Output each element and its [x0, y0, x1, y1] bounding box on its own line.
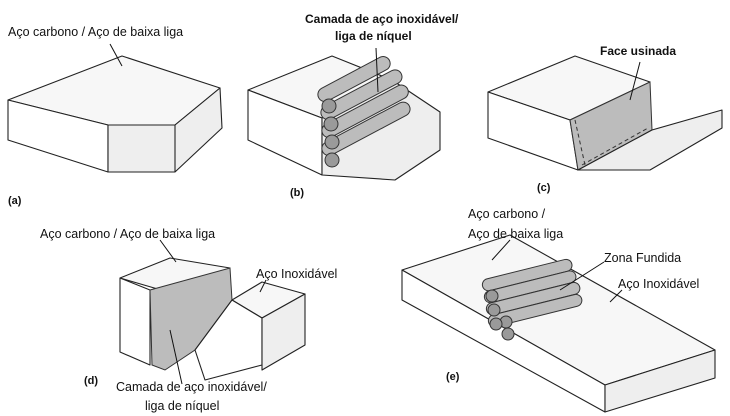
panel-b: Camada de aço inoxidável/ liga de níquel…: [247, 12, 459, 199]
panel-c-tag: (c): [537, 182, 551, 194]
panel-e-slab-end: [604, 349, 716, 413]
panel-a: Aço carbono / Aço de baixa liga (a): [7, 25, 223, 207]
panel-d-label-bottom-line1: Camada de aço inoxidável/: [116, 380, 267, 394]
panel-e-fusion-zone-beads: [481, 258, 583, 341]
panel-e-leader-top: [491, 239, 511, 261]
panel-a-leader: [109, 43, 123, 67]
panel-c-label: Face usinada: [600, 44, 676, 58]
panel-d-label-bottom-line2: liga de níquel: [145, 399, 219, 413]
panel-e-leader-right: [609, 289, 623, 303]
panel-d-leader-right: [259, 279, 267, 293]
panel-d-leader-bottom: [169, 329, 183, 385]
panel-d-tag: (d): [84, 375, 98, 387]
panel-d: Aço carbono / Aço de baixa liga Aço Inox…: [40, 227, 337, 413]
panel-e-leader-zone: [559, 261, 605, 291]
panel-d-label-top: Aço carbono / Aço de baixa liga: [40, 227, 215, 241]
panel-d-right-block-side: [261, 293, 306, 371]
panel-c: Face usinada (c): [487, 44, 723, 194]
panel-e-label-top-line2: Aço de baixa liga: [468, 227, 563, 241]
panel-b-cladding-beads: [317, 56, 411, 168]
panel-d-label-right: Aço Inoxidável: [256, 267, 337, 281]
panel-c-leader: [629, 61, 641, 101]
panel-d-left-block-front: [119, 277, 151, 366]
panel-b-tag: (b): [290, 187, 304, 199]
panel-b-label-line2: liga de níquel: [335, 29, 412, 43]
panel-a-label: Aço carbono / Aço de baixa liga: [8, 25, 183, 39]
panel-e-tag: (e): [446, 371, 460, 383]
panel-b-label-line1: Camada de aço inoxidável/: [305, 12, 459, 26]
panel-d-leader-top: [159, 239, 177, 263]
panel-e: Aço carbono / Aço de baixa liga Zona Fun…: [401, 207, 716, 413]
panel-a-tag: (a): [8, 195, 22, 207]
panel-b-leader: [375, 47, 379, 93]
panel-e-label-right: Aço Inoxidável: [618, 277, 699, 291]
panel-e-label-zone: Zona Fundida: [604, 251, 681, 265]
panel-e-label-top-line1: Aço carbono /: [468, 207, 546, 221]
